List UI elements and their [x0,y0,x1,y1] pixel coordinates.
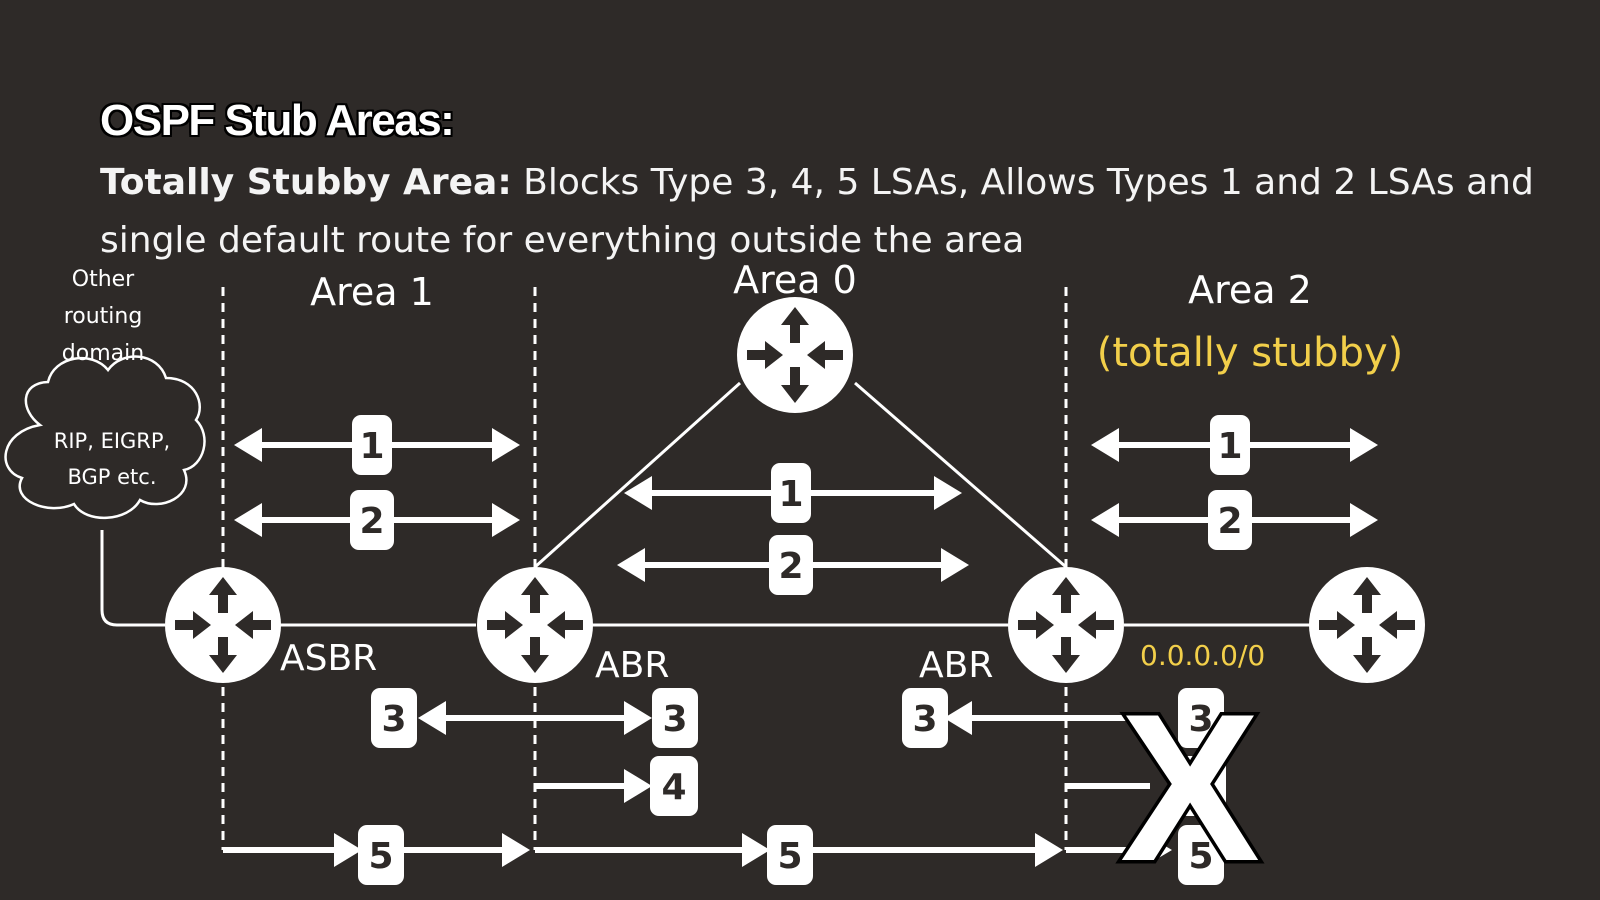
default-route-label: 0.0.0.0/0 [1140,639,1265,672]
area-2-note: (totally stubby) [1097,330,1404,376]
abr-right-label: ABR [919,645,993,686]
lsa-badge-5: 5 [767,825,813,885]
other-domain-line-2: routing [64,304,143,329]
lsa-badge-label: 4 [1189,767,1214,808]
lsa-badge-label: 2 [1217,501,1242,542]
description-text: Blocks Type 3, 4, 5 LSAs, Allows Types 1… [100,162,1534,261]
page-title: OSPF Stub Areas: [100,96,455,145]
router-icon [164,566,282,684]
lsa-badge-label: 1 [1217,426,1242,467]
router-icon [736,296,854,414]
router-links [100,381,1310,627]
lsa-badge-3-blocked: 3 [1178,688,1224,748]
lsa-badge-5-blocked: 5 [1178,825,1224,885]
lsa-badge-3: 3 [371,688,417,748]
description: Totally Stubby Area: Blocks Type 3, 4, 5… [100,154,1580,270]
lsa-badge-1: 1 [771,463,811,523]
lsa-badge-1: 1 [352,415,392,475]
lsa-badge-label: 2 [359,501,384,542]
lsa-badge-3: 3 [902,688,948,748]
area-0-label: Area 0 [733,258,857,302]
lsa-badge-2: 2 [1208,490,1252,550]
area-2-label: Area 2 [1188,268,1312,312]
other-domain-line-1: Other [72,267,135,292]
asbr-label: ASBR [280,638,377,679]
lsa-badge-label: 5 [1188,836,1213,877]
lsa-badge-label: 2 [778,546,803,587]
area-boundaries [221,287,1068,850]
lsa-badge-label: 3 [381,699,406,740]
lsa-badge-5: 5 [358,825,404,885]
lsa-badge-3: 3 [652,688,698,748]
lsa-arrows [223,428,1378,867]
router-icon [476,566,594,684]
lsa-badge-4: 4 [650,756,698,816]
other-domain-line-3: domain [62,341,144,366]
lsa-badge-2: 2 [350,490,394,550]
lsa-badge-label: 3 [662,699,687,740]
other-domain-cloud: RIP, EIGRP, BGP etc. [4,355,206,519]
link-abr-core-left [533,381,742,569]
lsa-badge-label: 3 [912,699,937,740]
lsa-badges: 1 2 1 2 1 2 3 [350,415,1252,885]
blocked-x-mark: X [1120,670,1260,900]
lsa-badge-label: 1 [778,474,803,515]
router-icon [1007,566,1125,684]
cloud-text-line-1: RIP, EIGRP, [54,429,170,453]
abr-left-label: ABR [595,645,669,686]
lsa-badge-label: 4 [661,767,686,808]
link-abr-core-right [854,381,1067,569]
lsa-badge-label: 1 [359,426,384,467]
lsa-badge-label: 5 [368,836,393,877]
description-bold: Totally Stubby Area: [100,162,512,203]
lsa-badge-4-blocked: 4 [1178,756,1226,816]
router-icon [1308,566,1426,684]
link-to-other-domain [100,530,165,627]
lsa-badge-label: 3 [1188,699,1213,740]
lsa-badge-2: 2 [769,535,813,595]
area-1-label: Area 1 [310,270,434,314]
lsa-badge-1: 1 [1210,415,1250,475]
lsa-badge-label: 5 [777,836,802,877]
cloud-text-line-2: BGP etc. [67,465,156,489]
other-domain-label: Other routing domain [62,267,144,366]
